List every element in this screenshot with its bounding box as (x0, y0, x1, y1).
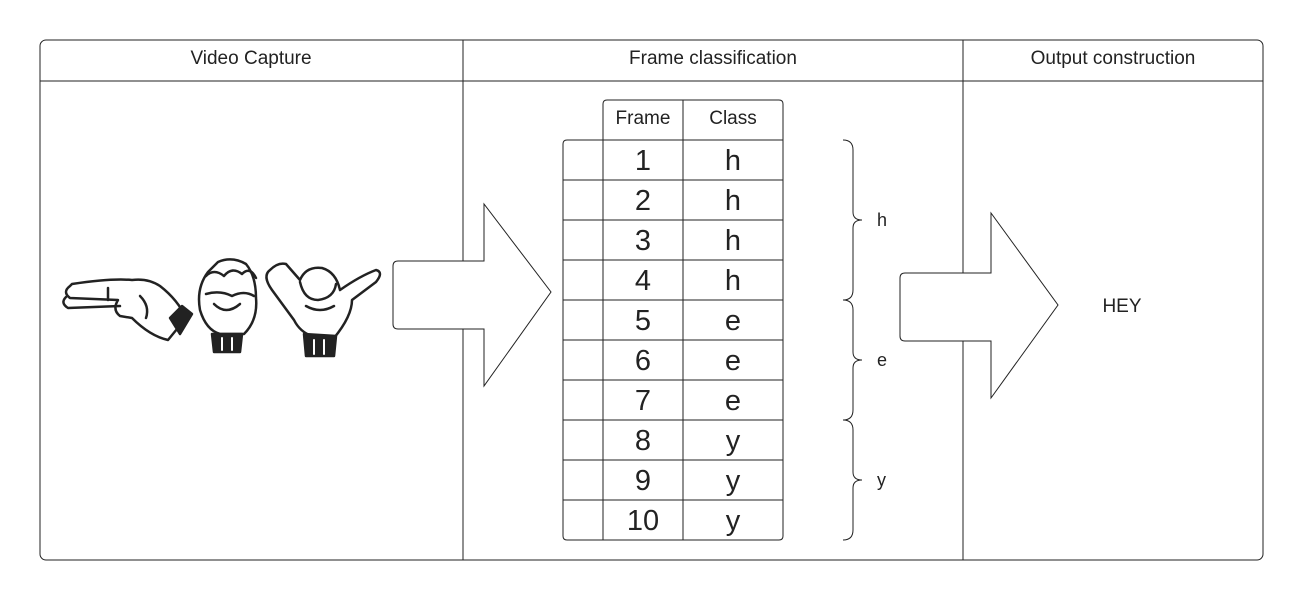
group-brace-y (842, 419, 863, 541)
table-cell-class: e (725, 345, 741, 377)
hand-signs (62, 258, 382, 358)
table-cell-frame: 8 (635, 425, 651, 457)
table-cell-class: e (725, 385, 741, 417)
table-cell-frame: 5 (635, 305, 651, 337)
diagram-frame (39, 39, 1264, 561)
panel-title-output-construction: Output construction (1031, 48, 1196, 69)
table-cell-frame: 2 (635, 185, 651, 217)
table-cell-class: h (725, 265, 741, 297)
panel-title-video-capture: Video Capture (190, 48, 311, 69)
table-cell-frame: 3 (635, 225, 651, 257)
frame-table: Frame Class 1 h 2 h 3 h 4 h 5 e 6 e 7 e 8 y 9 y 10 y (562, 99, 784, 541)
arrow-to-classification-icon (392, 202, 552, 388)
table-header-class: Class (709, 108, 757, 129)
table-cell-class: h (725, 145, 741, 177)
table-cell-class: y (726, 425, 741, 457)
y-handshape-icon (265, 262, 382, 358)
e-handshape-icon (197, 258, 258, 354)
group-brace-e (842, 299, 863, 421)
table-cell-class: y (726, 465, 741, 497)
table-cell-frame: 6 (635, 345, 651, 377)
group-brace-h (842, 139, 863, 301)
table-cell-class: e (725, 305, 741, 337)
table-cell-class: y (726, 505, 741, 537)
table-header-frame: Frame (616, 108, 671, 129)
table-cell-class: h (725, 225, 741, 257)
table-cell-frame: 4 (635, 265, 651, 297)
table-cell-class: h (725, 185, 741, 217)
arrow-to-output-icon (899, 211, 1059, 400)
panel-title-frame-classification: Frame classification (629, 48, 797, 69)
group-label-e: e (877, 350, 887, 370)
group-label-y: y (877, 470, 886, 490)
h-handshape-icon (62, 278, 194, 342)
group-braces: h e y (842, 139, 887, 541)
table-cell-frame: 10 (627, 505, 659, 537)
table-rows: 1 h 2 h 3 h 4 h 5 e 6 e 7 e 8 y 9 y 10 y (563, 145, 783, 537)
table-cell-frame: 1 (635, 145, 651, 177)
group-label-h: h (877, 210, 887, 230)
output-text: HEY (1102, 296, 1141, 317)
table-cell-frame: 7 (635, 385, 651, 417)
table-cell-frame: 9 (635, 465, 651, 497)
